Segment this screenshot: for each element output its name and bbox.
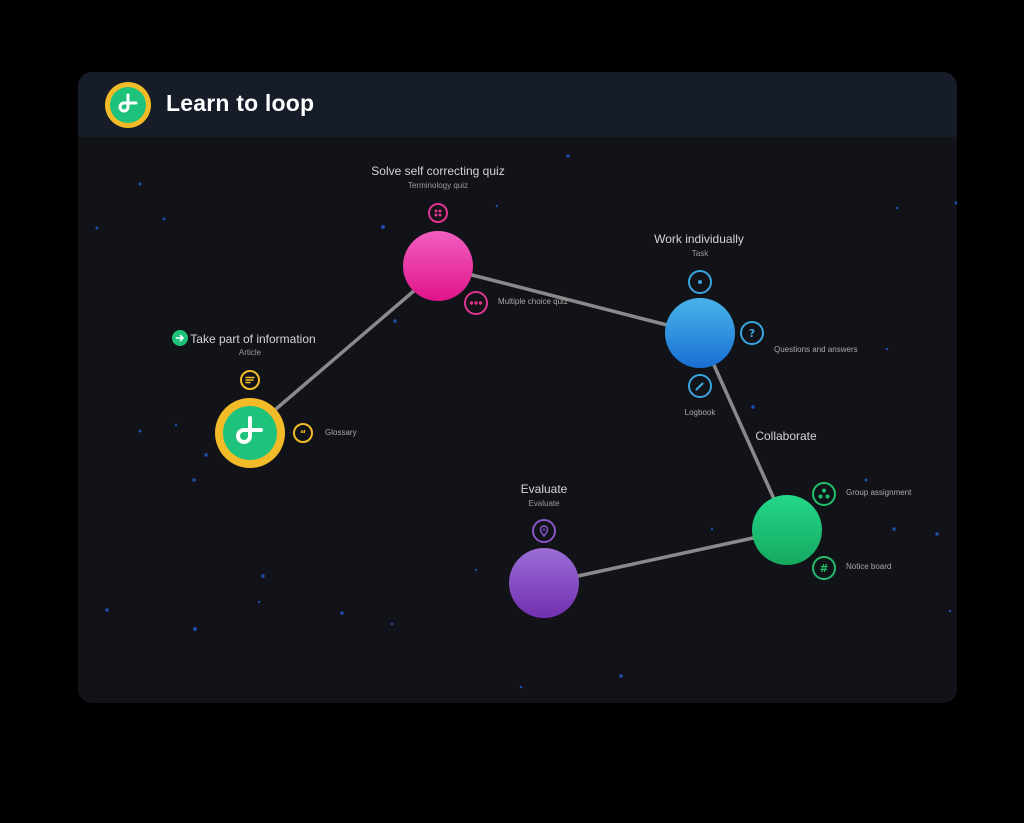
group-icon[interactable] [812, 482, 836, 506]
logbook-label[interactable]: Logbook [684, 408, 716, 417]
edge-quiz-individual [470, 273, 669, 327]
step-node-quiz[interactable] [403, 231, 473, 301]
starfield [95, 154, 957, 689]
edge-individual-collaborate [712, 363, 776, 501]
step-quiz-subtitle: Terminology quiz [407, 181, 469, 190]
dot-icon[interactable] [688, 270, 712, 294]
quote-icon[interactable]: “ [293, 423, 313, 443]
app-window: Learn to loop [78, 72, 957, 703]
hash-icon[interactable]: # [812, 556, 836, 580]
multiple-choice-quiz-label[interactable]: Multiple choice quiz [498, 297, 568, 306]
step-node-individual[interactable] [665, 298, 735, 368]
step-individual-title[interactable]: Work individually [654, 232, 744, 246]
page-title: Learn to loop [166, 90, 315, 116]
step-evaluate-subtitle: Evaluate [528, 499, 560, 508]
arrow-right-icon [172, 330, 188, 346]
notice-board-label[interactable]: Notice board [846, 562, 892, 571]
svg-text:#: # [819, 562, 828, 575]
glossary-label[interactable]: Glossary [325, 428, 357, 437]
step-individual-subtitle: Task [691, 249, 709, 258]
step-collaborate-title[interactable]: Collaborate [755, 429, 817, 443]
pencil-icon[interactable] [688, 374, 712, 398]
article-lines-icon[interactable] [240, 370, 260, 390]
step-evaluate-title[interactable]: Evaluate [520, 482, 568, 496]
step-quiz-title[interactable]: Solve self correcting quiz [371, 164, 505, 178]
learning-loop-map: Take part of information Article “ Gloss… [78, 137, 957, 703]
grid-dots-icon[interactable] [428, 203, 448, 223]
edge-collaborate-evaluate [576, 536, 755, 578]
step-node-evaluate[interactable] [509, 548, 579, 618]
question-icon[interactable]: ? [740, 321, 764, 345]
map-background [95, 154, 957, 689]
step-node-start[interactable] [215, 398, 285, 468]
edge-start-quiz [274, 288, 417, 411]
step-start-subtitle: Article [238, 348, 262, 357]
group-assignment-label[interactable]: Group assignment [846, 488, 912, 497]
location-pin-icon[interactable] [532, 519, 556, 543]
step-node-collaborate[interactable] [752, 495, 822, 565]
step-start-title[interactable]: Take part of information [190, 332, 316, 346]
svg-text:“: “ [300, 429, 307, 440]
loop-logo-icon[interactable] [105, 82, 151, 128]
app-header: Learn to loop [78, 72, 957, 137]
svg-text:?: ? [749, 327, 755, 340]
more-dots-icon[interactable] [464, 291, 488, 315]
questions-and-answers-label[interactable]: Questions and answers [774, 345, 858, 354]
